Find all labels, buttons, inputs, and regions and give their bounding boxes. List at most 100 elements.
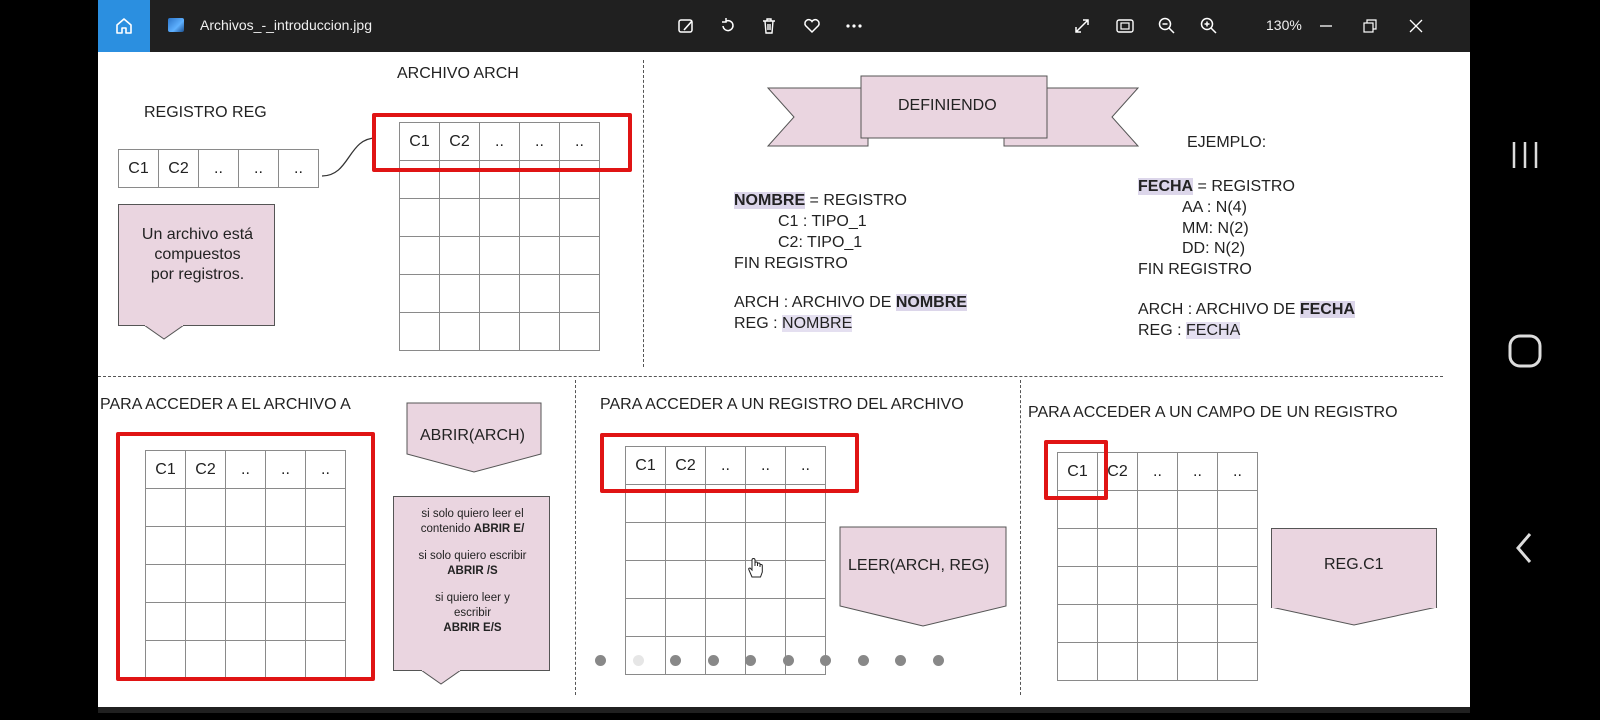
- banner-label: DEFINIENDO: [898, 97, 997, 114]
- callout-line: Un archivo está: [141, 226, 254, 243]
- grid-header-cell: ..: [1217, 452, 1258, 491]
- zoom-out-icon[interactable]: [1155, 14, 1179, 38]
- delete-icon[interactable]: [757, 14, 781, 38]
- edit-image-icon[interactable]: [674, 14, 698, 38]
- registro-cell: ..: [238, 149, 279, 188]
- leer-tag-shape: [839, 526, 1007, 627]
- callout-line: compuestos: [154, 246, 241, 263]
- abrir-note-pointer: [421, 670, 461, 685]
- def-left-name: NOMBRE: [734, 192, 806, 209]
- grid-header-cell: ..: [785, 446, 826, 485]
- slide-dot[interactable]: [670, 655, 681, 666]
- def-right-dd: DD: N(2): [1182, 240, 1246, 257]
- archivo-header-cell: C1: [399, 122, 440, 161]
- hand-cursor-icon: [748, 557, 763, 578]
- def-right-arch: ARCH : ARCHIVO DE FECHA: [1138, 301, 1355, 318]
- acceso-registro-title: PARA ACCEDER A UN REGISTRO DEL ARCHIVO: [600, 396, 964, 413]
- fit-icon[interactable]: [1113, 14, 1137, 38]
- acceso-archivo-title: PARA ACCEDER A EL ARCHIVO A: [100, 396, 351, 413]
- callout-line: por registros.: [150, 266, 245, 283]
- def-right-aa: AA : N(4): [1182, 199, 1247, 216]
- registro-cell: C2: [158, 149, 199, 188]
- grid-header-cell: C1: [625, 446, 666, 485]
- divider-vertical-bottom-1: [575, 380, 576, 695]
- archivo-header-cell: C2: [439, 122, 480, 161]
- back-icon[interactable]: [1512, 530, 1536, 566]
- def-right-header: FECHA = REGISTRO: [1138, 178, 1295, 195]
- def-right-mm: MM: N(2): [1182, 220, 1249, 237]
- registro-cell: ..: [198, 149, 239, 188]
- slide-dot[interactable]: [632, 655, 644, 666]
- def-right-fin: FIN REGISTRO: [1138, 261, 1252, 278]
- slide-dot[interactable]: [932, 655, 944, 666]
- slide-dot[interactable]: [895, 655, 906, 666]
- home-nav-icon[interactable]: [1507, 333, 1543, 369]
- home-button[interactable]: [98, 0, 150, 52]
- def-left-fin: FIN REGISTRO: [734, 255, 848, 272]
- archivo-title: ARCHIVO ARCH: [397, 65, 519, 82]
- banner-ribbon: [766, 75, 1140, 147]
- ejemplo-title: EJEMPLO:: [1187, 134, 1267, 151]
- campo-label: REG.C1: [1324, 556, 1384, 573]
- registro-row: C1 C2 .. .. ..: [118, 149, 319, 188]
- favorite-icon[interactable]: [800, 14, 824, 38]
- abrir-label: ABRIR(ARCH): [420, 427, 525, 444]
- slide-dot[interactable]: [857, 655, 869, 666]
- grid-header-cell: ..: [225, 450, 266, 489]
- archivo-header-highlight: [372, 113, 632, 172]
- grid-header-cell: ..: [1137, 452, 1178, 491]
- leer-label: LEER(ARCH, REG): [848, 557, 990, 574]
- archivo-grid: C1 C2 .. .. ..: [399, 122, 600, 351]
- grid-header-cell: C2: [1097, 452, 1138, 491]
- slide-dot[interactable]: [782, 655, 794, 666]
- acceso-registro-grid: C1 C2 .. .. ..: [625, 446, 826, 675]
- more-icon[interactable]: [842, 14, 866, 38]
- divider-horizontal: [98, 376, 1443, 377]
- def-left-c2: C2: TIPO_1: [778, 234, 863, 251]
- close-icon[interactable]: [1404, 14, 1428, 38]
- acceso-archivo-grid: C1 C2 .. .. ..: [145, 450, 346, 679]
- android-nav-bar: [1480, 0, 1600, 720]
- recent-apps-icon[interactable]: [1508, 138, 1542, 172]
- def-left-arch: ARCH : ARCHIVO DE NOMBRE: [734, 294, 967, 311]
- acceso-campo-grid: C1 C2 .. .. ..: [1057, 452, 1258, 681]
- slide-dot[interactable]: [820, 655, 831, 666]
- callout-archivo: Un archivo está compuestos por registros…: [118, 204, 275, 326]
- slide-dot[interactable]: [707, 655, 719, 666]
- zoom-in-icon[interactable]: [1197, 14, 1221, 38]
- file-name: Archivos_-_introduccion.jpg: [200, 17, 372, 33]
- def-left-reg: REG : NOMBRE: [734, 315, 853, 332]
- def-right-reg: REG : FECHA: [1138, 322, 1241, 339]
- def-left-header: NOMBRE = REGISTRO: [734, 192, 907, 209]
- def-left-c1: C1 : TIPO_1: [778, 213, 867, 230]
- slide-dot[interactable]: [595, 655, 606, 666]
- acceso-registro-highlight: [600, 433, 859, 493]
- home-icon: [116, 18, 132, 34]
- expand-icon[interactable]: [1070, 14, 1094, 38]
- def-right-name: FECHA: [1138, 178, 1194, 195]
- minimize-icon[interactable]: [1314, 14, 1338, 38]
- title-bar: Archivos_-_introduccion.jpg: [98, 0, 1470, 52]
- abrir-tag-shape: [406, 402, 542, 473]
- registro-title: REGISTRO REG: [144, 104, 267, 121]
- abrir-note-box: si solo quiero leer el contenido ABRIR E…: [393, 496, 550, 671]
- grid-header-cell: C2: [665, 446, 706, 485]
- grid-header-cell: C1: [1057, 452, 1098, 491]
- grid-header-cell: ..: [1177, 452, 1218, 491]
- rotate-icon[interactable]: [716, 14, 740, 38]
- acceso-archivo-highlight: [116, 432, 375, 681]
- callout-pointer: [144, 325, 184, 340]
- photos-viewer-window: Archivos_-_introduccion.jpg: [98, 0, 1470, 713]
- image-canvas[interactable]: ARCHIVO ARCH REGISTRO REG C1 C2 .. .. ..…: [98, 52, 1470, 707]
- grid-header-cell: ..: [305, 450, 346, 489]
- registro-cell: ..: [278, 149, 319, 188]
- restore-icon[interactable]: [1358, 14, 1382, 38]
- registro-cell: C1: [118, 149, 159, 188]
- slide-dot[interactable]: [745, 655, 756, 666]
- grid-header-cell: ..: [265, 450, 306, 489]
- archivo-header-cell: ..: [559, 122, 600, 161]
- acceso-campo-highlight: [1044, 440, 1108, 500]
- image-file-icon: [168, 18, 184, 32]
- zoom-level[interactable]: 130%: [1266, 17, 1302, 33]
